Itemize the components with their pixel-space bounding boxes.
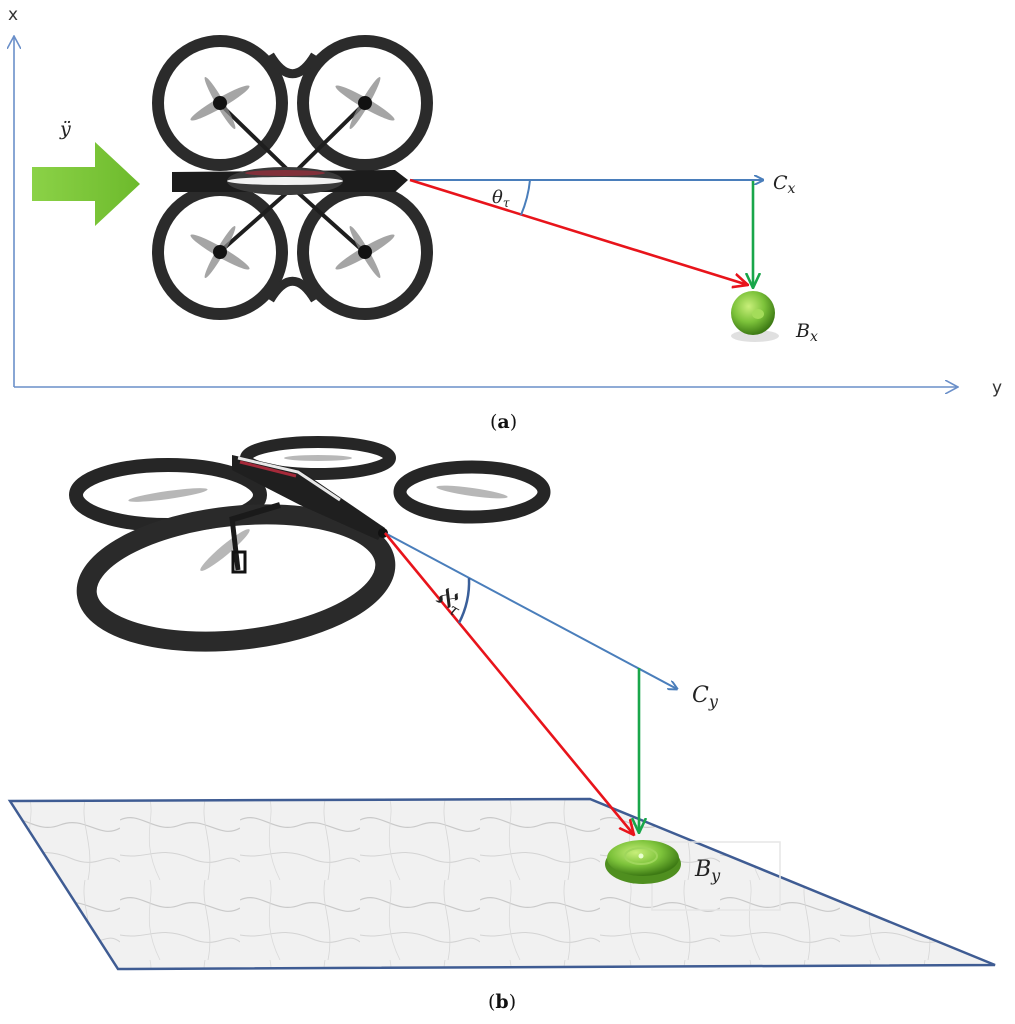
ball-label-b: By	[694, 857, 721, 885]
panel-b: ℵτ Cy By (b)	[7, 436, 996, 1013]
ground-plane	[7, 797, 996, 971]
x-axis-label: x	[8, 5, 18, 25]
theta-label: θτ	[492, 187, 510, 210]
drone-top-view-icon	[152, 35, 433, 320]
acceleration-label: ÿ	[59, 118, 71, 140]
panel-a: x y ÿ	[8, 5, 1002, 433]
acceleration-arrow	[32, 142, 140, 226]
ball-icon-a	[731, 291, 779, 342]
angle-arc-b	[457, 577, 471, 624]
caption-b: (b)	[488, 991, 516, 1013]
camera-label-b: Cy	[692, 683, 719, 711]
camera-ray-b	[384, 532, 677, 689]
drone-perspective-icon	[69, 436, 551, 652]
ball-icon-b	[605, 840, 681, 884]
caption-a: (a)	[490, 411, 517, 433]
target-ray-b	[383, 532, 634, 835]
ball-label-a: Bx	[795, 320, 818, 345]
camera-label-a: Cx	[773, 172, 796, 197]
y-axis-label: y	[992, 378, 1002, 398]
target-ray-a	[409, 178, 748, 285]
angle-arc-a	[520, 179, 531, 216]
